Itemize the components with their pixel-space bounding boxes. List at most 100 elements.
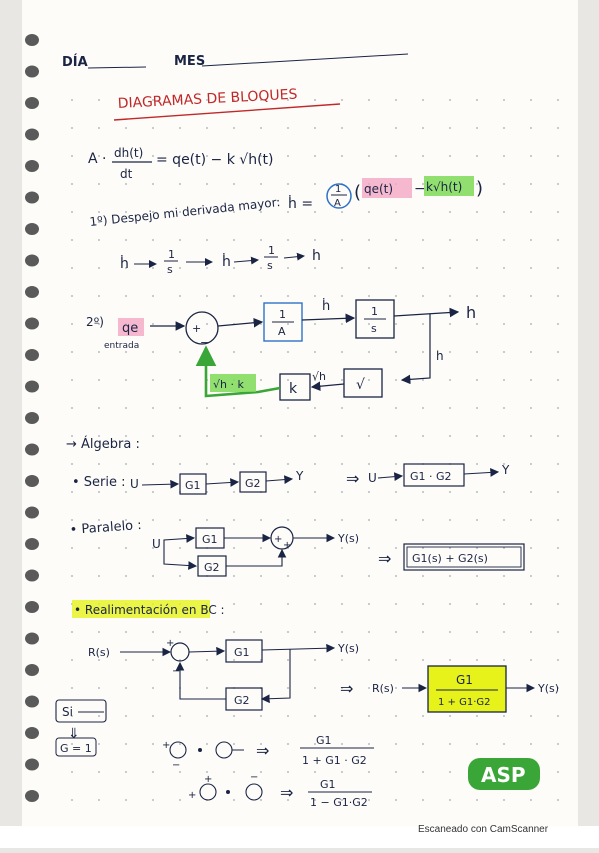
grid-dot	[368, 715, 370, 717]
grid-dot	[476, 631, 478, 633]
grid-dot	[260, 155, 262, 157]
grid-dot	[98, 239, 100, 241]
grid-dot	[368, 547, 370, 549]
grid-dot	[71, 799, 73, 801]
grid-dot	[233, 99, 235, 101]
grid-dot	[368, 155, 370, 157]
grid-dot	[449, 603, 451, 605]
grid-dot	[179, 799, 181, 801]
grid-dot	[314, 575, 316, 577]
grid-dot	[233, 575, 235, 577]
serie-arrow-1	[141, 479, 180, 489]
grid-dot	[233, 519, 235, 521]
grid-dot	[206, 211, 208, 213]
grid-dot	[314, 715, 316, 717]
mes-label: MES	[174, 54, 205, 69]
grid-dot	[341, 575, 343, 577]
grid-dot	[503, 155, 505, 157]
grid-dot	[98, 715, 100, 717]
grid-dot	[530, 267, 532, 269]
grid-dot	[530, 603, 532, 605]
grid-dot	[314, 295, 316, 297]
grid-dot	[503, 575, 505, 577]
step1-qe: qe(t)	[364, 182, 393, 196]
grid-dot	[233, 659, 235, 661]
grid-dot	[557, 687, 559, 689]
grid-dot	[314, 743, 316, 745]
grid-dot	[476, 323, 478, 325]
grid-dot	[341, 799, 343, 801]
grid-dot	[395, 715, 397, 717]
grid-dot	[206, 295, 208, 297]
spiral-hole	[25, 727, 39, 739]
grid-dot	[260, 183, 262, 185]
grid-dot	[206, 687, 208, 689]
grid-dot	[260, 575, 262, 577]
grid-dot	[449, 99, 451, 101]
grid-dot	[125, 155, 127, 157]
asp-logo-text: ASP	[481, 763, 526, 787]
grid-dot	[287, 743, 289, 745]
grid-dot	[71, 743, 73, 745]
grid-dot	[503, 603, 505, 605]
grid-dot	[152, 799, 154, 801]
grid-dot	[557, 351, 559, 353]
serie-y2: Y	[501, 463, 510, 477]
grid-dot	[341, 379, 343, 381]
rule2-plus2: +	[188, 790, 196, 801]
grid-dot	[476, 575, 478, 577]
sqrt-label: √h	[312, 370, 326, 383]
grid-dot	[368, 435, 370, 437]
spiral-hole	[25, 790, 39, 802]
fb-y: Y(s)	[337, 642, 359, 655]
grid-dot	[287, 799, 289, 801]
spiral-hole	[25, 191, 39, 204]
grid-dot	[287, 631, 289, 633]
grid-dot	[476, 603, 478, 605]
grid-dot	[422, 155, 424, 157]
grid-dot	[503, 491, 505, 493]
grid-dot	[260, 799, 262, 801]
grid-dot	[233, 407, 235, 409]
grid-dot	[71, 239, 73, 241]
sqrt-block-symbol: √	[356, 377, 365, 393]
grid-dot	[341, 351, 343, 353]
block-1-over-A	[263, 302, 303, 342]
grid-dot	[287, 239, 289, 241]
scanner-footer: Escaneado con CamScanner	[418, 824, 549, 835]
grid-dot	[314, 799, 316, 801]
sum-to-blockA	[217, 317, 264, 328]
grid-dot	[476, 239, 478, 241]
serie-y: Y	[295, 469, 304, 483]
serie-g2-block	[239, 471, 267, 493]
spiral-hole	[25, 695, 39, 708]
grid-dot	[530, 211, 532, 213]
grid-dot	[98, 323, 100, 325]
grid-dot	[125, 463, 127, 465]
grid-dot	[125, 519, 127, 521]
output-arrow	[393, 307, 460, 318]
chain-sb: s	[267, 259, 273, 272]
chain-hdot: ḣ	[120, 255, 129, 272]
fb-g1-block	[225, 639, 263, 663]
grid-dot	[341, 323, 343, 325]
rule1-sum	[169, 741, 187, 759]
rule2-plus: +	[204, 774, 212, 785]
grid-dot	[476, 463, 478, 465]
grid-dot	[503, 435, 505, 437]
grid-dot	[206, 239, 208, 241]
grid-dot	[503, 631, 505, 633]
grid-dot	[233, 211, 235, 213]
grid-dot	[476, 127, 478, 129]
step2-input-sub: entrada	[104, 341, 139, 351]
par-plus2: +	[283, 540, 291, 551]
grid-dot	[260, 463, 262, 465]
spiral-hole	[25, 380, 39, 393]
serie-result-arrow-2	[463, 468, 500, 477]
grid-dot	[314, 603, 316, 605]
grid-dot	[341, 463, 343, 465]
grid-dot	[179, 267, 181, 269]
step1-hdot: ḣ =	[288, 195, 313, 212]
grid-dot	[152, 715, 154, 717]
